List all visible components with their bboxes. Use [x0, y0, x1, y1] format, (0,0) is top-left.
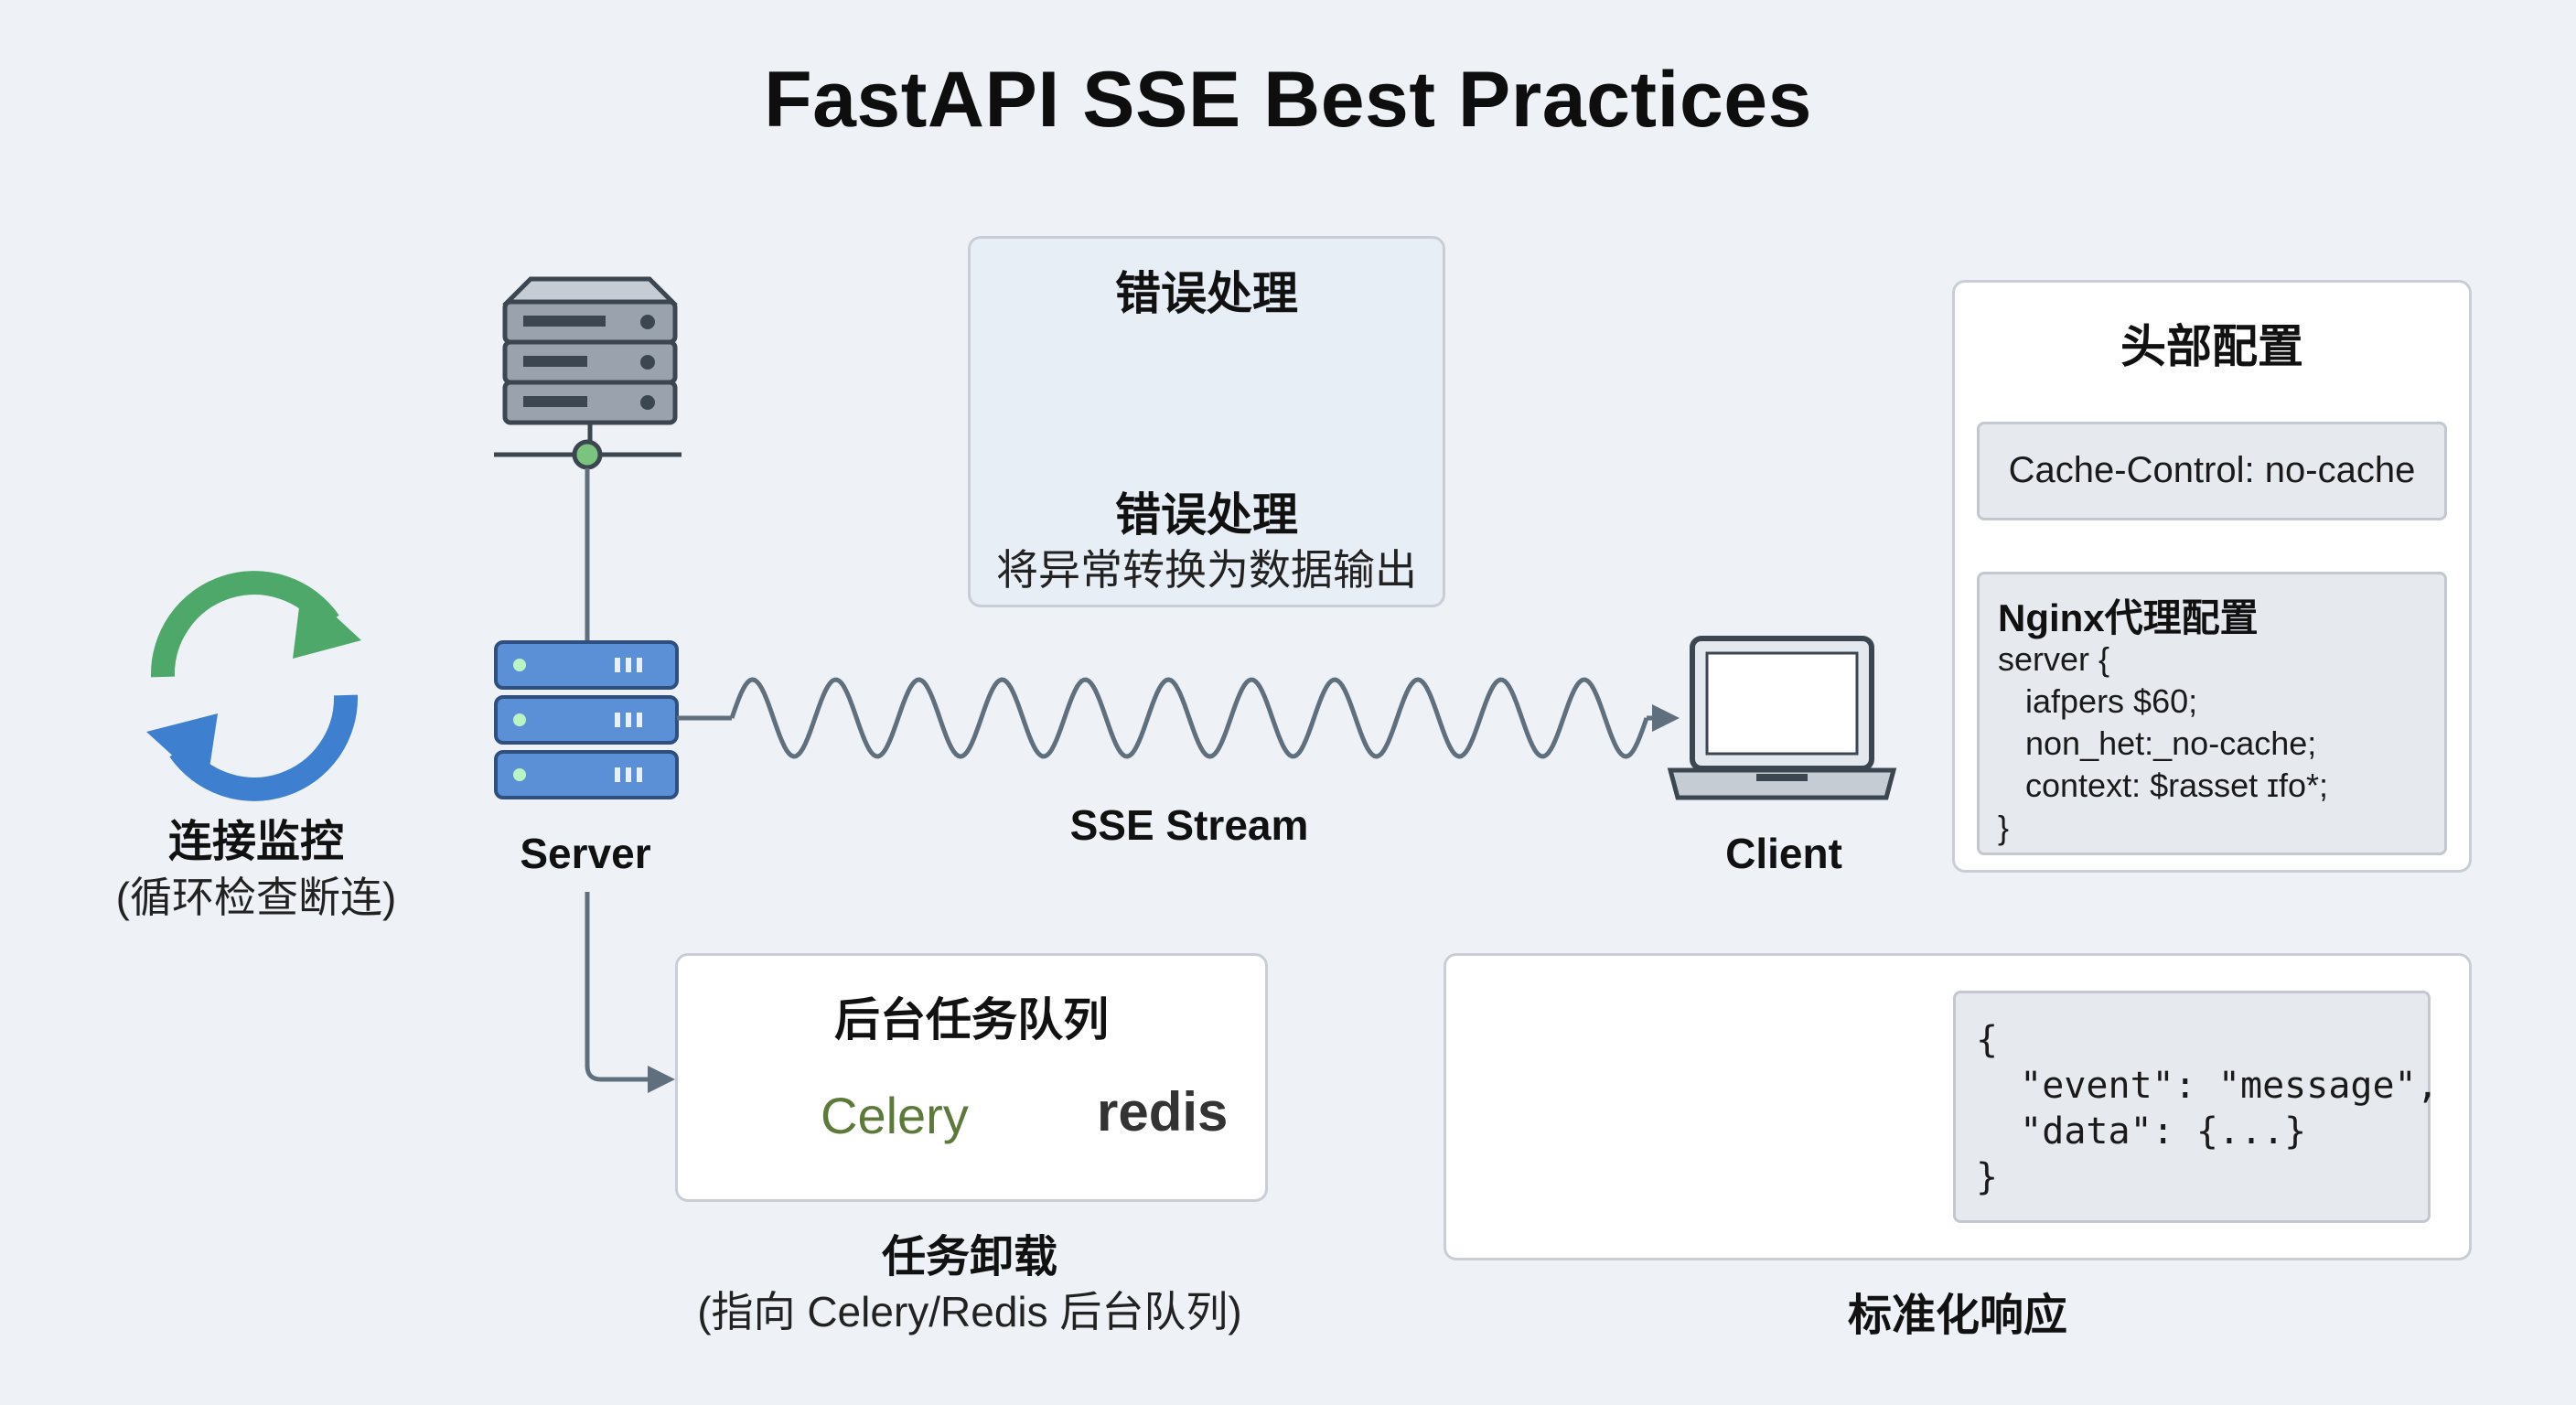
stream-label: SSE Stream [1069, 801, 1309, 849]
queue-card-heading: 后台任务队列 [834, 994, 1109, 1046]
monitor-sublabel: (循环检查断连) [115, 874, 397, 921]
sse-stream-wave [677, 677, 1680, 759]
task-queue-card: 后台任务队列 Celery redis [675, 953, 1268, 1202]
response-label: 标准化响应 [1847, 1292, 2067, 1340]
monitor-label: 连接监控 [167, 818, 344, 866]
server-rack-icon [494, 276, 682, 470]
server-label: Server [520, 830, 651, 877]
refresh-icon [146, 571, 361, 801]
json-line: } [1976, 1156, 1999, 1198]
nginx-code: server { iafpers $60; non_het:_no-cache;… [1998, 638, 2328, 849]
json-line: "event": "message", [1976, 1065, 2439, 1107]
nginx-line: } [1998, 809, 2010, 846]
page-title: FastAPI SSE Best Practices [764, 56, 1812, 144]
offload-label: 任务卸载 [881, 1233, 1057, 1282]
json-code: { "event": "message", "data": {...} } [1976, 1017, 2439, 1200]
error-card-heading-2: 错误处理 [1115, 489, 1298, 541]
json-line: { [1976, 1019, 1999, 1061]
nginx-line: context: $rasset ɪfo*; [1998, 767, 2328, 804]
nginx-line: non_het:_no-cache; [1998, 724, 2317, 762]
client-label: Client [1725, 830, 1842, 877]
laptop-icon [1667, 636, 1897, 800]
server-icon [494, 640, 679, 799]
error-handling-card: 错误处理 错误处理 将异常转换为数据输出 [968, 236, 1445, 607]
cache-control-text: Cache-Control: no-cache [2008, 450, 2416, 490]
error-card-description: 将异常转换为数据输出 [996, 546, 1417, 594]
json-box: { "event": "message", "data": {...} } [1953, 991, 2439, 1223]
nginx-line: iafpers $60; [1998, 682, 2198, 720]
response-card: { "event": "message", "data": {...} } [1444, 953, 2472, 1260]
redis-text: redis [1097, 1081, 1229, 1142]
celery-text: Celery [821, 1087, 969, 1144]
error-card-heading: 错误处理 [1115, 268, 1298, 319]
cache-control-box: Cache-Control: no-cache [1977, 422, 2447, 520]
nginx-title: Nginx代理配置 [1998, 596, 2259, 639]
offload-sublabel: (指向 Celery/Redis 后台队列) [697, 1288, 1242, 1335]
nginx-line: server { [1998, 640, 2110, 678]
json-line: "data": {...} [1976, 1110, 2307, 1153]
header-card-heading: 头部配置 [2120, 321, 2303, 372]
header-config-card: 头部配置 Cache-Control: no-cache Nginx代理配置 s… [1952, 280, 2472, 873]
nginx-config-box: Nginx代理配置 server { iafpers $60; non_het:… [1977, 572, 2447, 855]
